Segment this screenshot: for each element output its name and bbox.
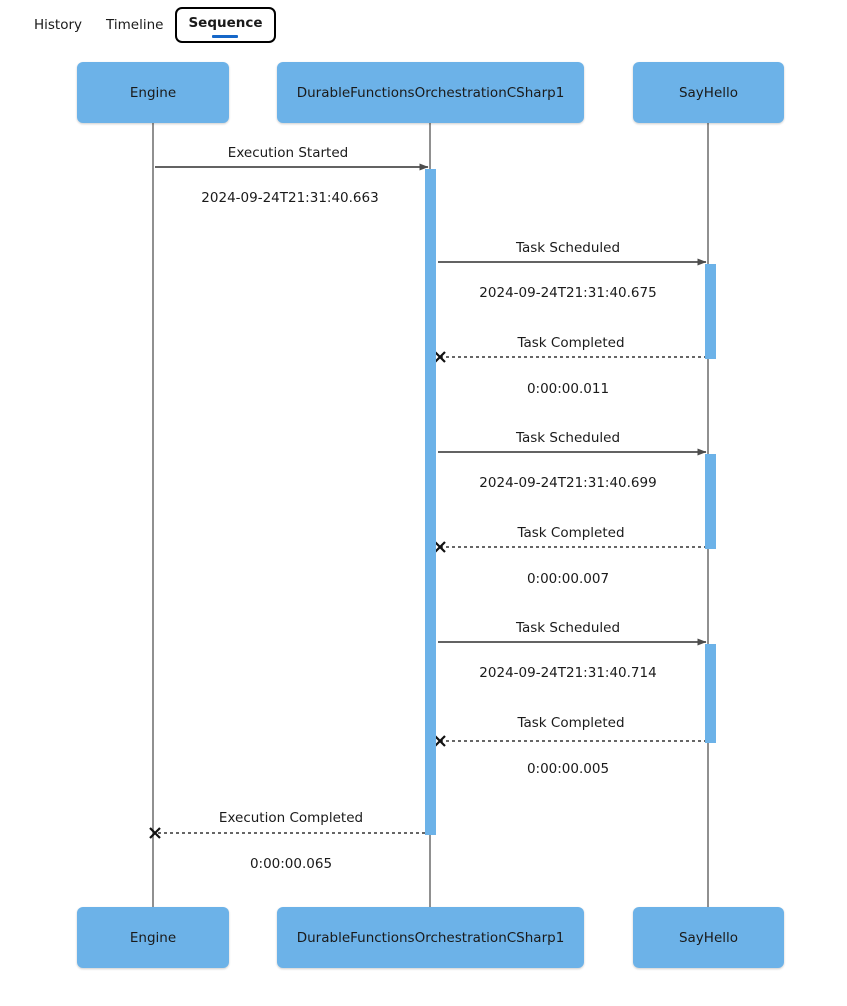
activation-bar-sayhello-2 [705,454,716,549]
message-note-execution-completed: 0:00:00.065 [249,856,333,872]
cross-marker-task-completed-3 [434,735,446,747]
message-note-task-completed-3: 0:00:00.005 [526,761,610,777]
message-note-task-completed-1: 0:00:00.011 [526,381,610,397]
activation-bar-orchestrator [425,169,436,835]
tab-selected-indicator [212,34,239,39]
tab-history[interactable]: History [22,10,94,41]
participant-box-orchestrator-bottom[interactable]: DurableFunctionsOrchestrationCSharp1 [277,907,584,968]
cross-marker-task-completed-1 [434,351,446,363]
message-note-task-completed-2: 0:00:00.007 [526,571,610,587]
cross-marker-task-completed-2 [434,541,446,553]
participant-label-sayhello-top: SayHello [678,84,739,101]
participant-label-orchestrator-bottom: DurableFunctionsOrchestrationCSharp1 [296,929,565,946]
message-note-task-scheduled-3: 2024-09-24T21:31:40.714 [479,665,657,681]
participant-label-engine-bottom: Engine [129,929,177,946]
participant-label-sayhello-bottom: SayHello [678,929,739,946]
activation-bar-sayhello-1 [705,264,716,359]
tab-timeline[interactable]: Timeline [94,10,175,41]
message-label-task-completed-3: Task Completed [517,715,625,731]
message-label-task-completed-2: Task Completed [517,525,625,541]
message-label-execution-started: Execution Started [227,145,349,161]
tab-sequence[interactable]: Sequence [175,6,276,44]
message-note-task-scheduled-1: 2024-09-24T21:31:40.675 [479,285,657,301]
message-label-task-completed-1: Task Completed [517,335,625,351]
participant-box-sayhello-bottom[interactable]: SayHello [633,907,784,968]
cross-marker-execution-completed [149,827,161,839]
participant-box-engine-bottom[interactable]: Engine [77,907,229,968]
participant-label-engine-top: Engine [129,84,177,101]
tab-history-label: History [34,16,83,33]
message-label-task-scheduled-3: Task Scheduled [515,620,621,636]
participant-box-orchestrator-top[interactable]: DurableFunctionsOrchestrationCSharp1 [277,62,584,123]
participant-label-orchestrator-top: DurableFunctionsOrchestrationCSharp1 [296,84,565,101]
view-tabs: History Timeline Sequence [0,0,847,50]
tab-timeline-label: Timeline [106,16,164,33]
activation-bar-sayhello-3 [705,644,716,743]
message-label-task-scheduled-2: Task Scheduled [515,430,621,446]
message-label-execution-completed: Execution Completed [218,810,364,826]
participant-box-engine-top[interactable]: Engine [77,62,229,123]
message-note-execution-started: 2024-09-24T21:31:40.663 [201,190,379,206]
message-label-task-scheduled-1: Task Scheduled [515,240,621,256]
participant-box-sayhello-top[interactable]: SayHello [633,62,784,123]
message-note-task-scheduled-2: 2024-09-24T21:31:40.699 [479,475,657,491]
tab-sequence-label: Sequence [188,14,263,31]
